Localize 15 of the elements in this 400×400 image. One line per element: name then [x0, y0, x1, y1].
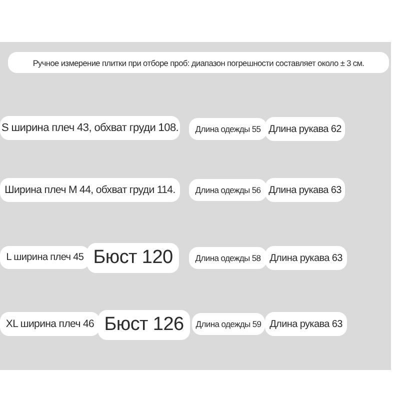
size-label: Длина рукава 63	[265, 178, 345, 202]
size-label: Длина одежды 58	[189, 247, 267, 269]
size-label: Бюст 126	[98, 310, 190, 340]
size-label: Длина одежды 59	[192, 313, 265, 335]
size-label: Ручное измерение плитки при отборе проб: диапазон погрешности составляет около ± 3 см.	[8, 52, 389, 73]
size-label: Ширина плеч M 44, обхват груди 114.	[0, 178, 180, 202]
size-label: Длина рукава 62	[265, 117, 345, 141]
size-label: Длина рукава 63	[265, 312, 347, 336]
size-label: Длина рукава 63	[265, 246, 347, 270]
size-label: L ширина плеч 45	[0, 246, 90, 269]
size-label: Длина одежды 56	[189, 179, 267, 201]
size-label: Бюст 120	[87, 243, 179, 273]
size-label: S ширина плеч 43, обхват груди 108.	[0, 116, 180, 140]
size-label: Длина одежды 55	[189, 118, 267, 140]
size-label: XL ширина плеч 46	[0, 312, 100, 336]
